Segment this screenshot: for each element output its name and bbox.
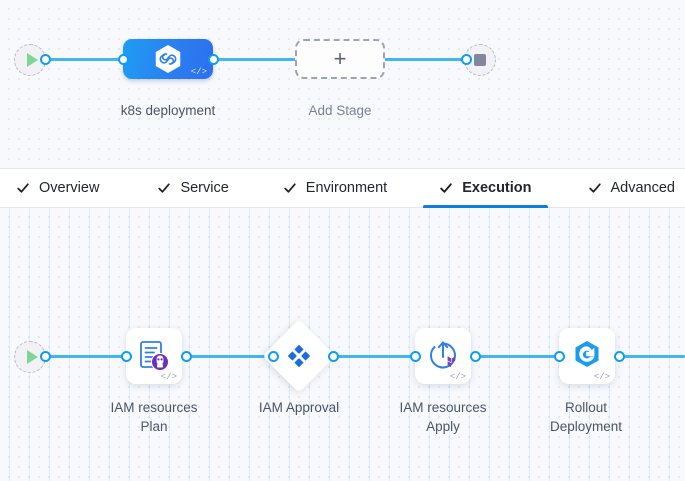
step-apply-output-port[interactable] <box>470 351 481 362</box>
step-rollout-input-port[interactable] <box>554 351 565 362</box>
tab-service[interactable]: Service <box>141 169 244 208</box>
tab-overview-label: Overview <box>39 180 100 196</box>
stage-label-k8s-deployment: k8s deployment <box>120 103 216 118</box>
approval-diamond-icon <box>287 344 311 368</box>
step-node-rollout-deployment[interactable]: </> <box>559 328 615 384</box>
terraform-plan-icon <box>140 341 169 371</box>
harness-hexagon-icon <box>155 45 181 73</box>
tab-execution[interactable]: Execution <box>423 169 548 208</box>
play-icon <box>26 53 38 67</box>
step-approval-output-port[interactable] <box>328 351 339 362</box>
execution-canvas[interactable]: </> IAM resources Plan IAM Approval <box>0 208 685 481</box>
stop-icon <box>474 54 486 66</box>
add-stage-label: Add Stage <box>308 103 372 118</box>
stage-tab-bar: Overview Service Environment Execution <box>0 168 685 208</box>
step-label-iam-resources-plan: IAM resources Plan <box>110 400 198 434</box>
step-rollout-output-port[interactable] <box>614 351 625 362</box>
terraform-apply-icon <box>430 341 456 369</box>
execution-start-port[interactable] <box>40 351 51 362</box>
tab-overview[interactable]: Overview <box>0 169 115 208</box>
code-glyph-icon: </> <box>160 372 177 382</box>
end-node-port[interactable] <box>461 54 472 65</box>
tab-service-label: Service <box>180 180 229 196</box>
step-plan-input-port[interactable] <box>121 351 132 362</box>
stage-canvas[interactable]: </> k8s deployment + Add Stage <box>0 0 685 168</box>
code-glyph-icon: </> <box>593 372 610 382</box>
step-label-iam-approval: IAM Approval <box>258 400 340 415</box>
step-node-iam-resources-plan[interactable]: </> <box>126 328 182 384</box>
step-label-iam-resources-apply: IAM resources Apply <box>399 400 487 434</box>
stage-input-port[interactable] <box>118 54 129 65</box>
argo-rollout-icon <box>575 341 599 367</box>
edge-apply-to-rollout <box>472 355 564 358</box>
approval-diamond-icon-wrap <box>286 343 312 369</box>
tab-environment-label: Environment <box>305 180 388 196</box>
tab-advanced[interactable]: Advanced <box>572 169 685 208</box>
tab-advanced-label: Advanced <box>610 180 676 196</box>
edge-plan-to-approval <box>186 355 282 358</box>
step-plan-output-port[interactable] <box>181 351 192 362</box>
edge-stage-to-add <box>216 58 306 61</box>
start-node-port[interactable] <box>40 54 51 65</box>
step-node-iam-resources-apply[interactable]: </> <box>415 328 471 384</box>
stage-node-k8s-deployment[interactable]: </> <box>123 39 213 79</box>
plus-icon: + <box>333 46 347 71</box>
check-icon <box>158 183 171 193</box>
check-icon <box>284 183 296 193</box>
edge-start-to-plan <box>38 355 142 358</box>
check-icon <box>588 183 601 193</box>
tab-execution-label: Execution <box>462 180 532 196</box>
play-icon <box>26 350 38 364</box>
edge-rollout-to-next <box>616 355 685 358</box>
code-glyph-icon: </> <box>449 372 466 382</box>
step-apply-input-port[interactable] <box>410 351 421 362</box>
check-icon <box>17 183 29 193</box>
edge-add-to-end <box>372 58 470 61</box>
step-approval-input-port[interactable] <box>268 351 279 362</box>
code-glyph-icon: </> <box>190 67 207 77</box>
step-label-rollout-deployment: Rollout Deployment <box>549 400 623 434</box>
stage-output-port[interactable] <box>208 54 219 65</box>
add-stage-button[interactable]: + <box>295 39 385 79</box>
tab-active-underline <box>423 204 548 208</box>
edge-start-to-stage <box>38 58 128 61</box>
edge-approval-to-apply <box>316 355 428 358</box>
check-icon <box>440 183 452 193</box>
tab-environment[interactable]: Environment <box>267 169 403 208</box>
